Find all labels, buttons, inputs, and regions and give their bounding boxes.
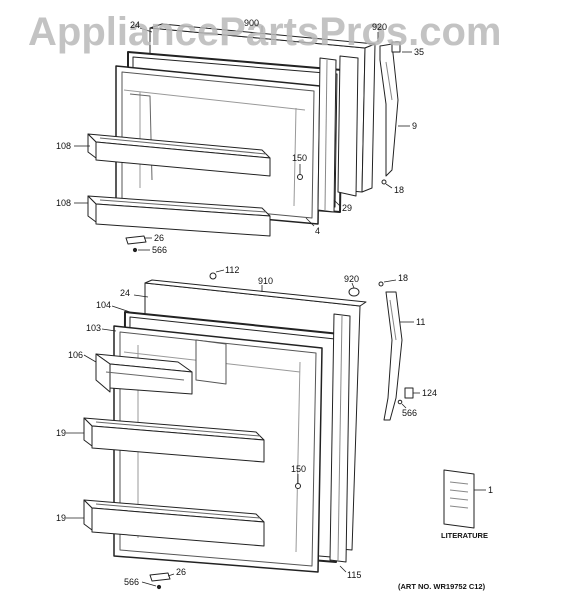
- freezer-door-shelf-lower: [87, 195, 271, 237]
- art-number: (ART NO. WR19752 C12): [398, 582, 486, 591]
- callout-910: 910: [258, 276, 274, 286]
- callout-18-upper: 18: [394, 185, 405, 195]
- fresh-food-door-shelf-upper: [83, 417, 265, 463]
- freezer-door-gasket-strip: [317, 57, 337, 213]
- watermark: AppliancePartsPros.com: [28, 10, 502, 54]
- freezer-handle-clip: [391, 41, 401, 53]
- freezer-handle-screw: [381, 179, 387, 185]
- callout-24-lower: 24: [120, 288, 131, 298]
- callout-103: 103: [86, 323, 102, 333]
- callout-1: 1: [488, 485, 494, 495]
- callout-150-upper: 150: [292, 153, 308, 163]
- callout-29: 29: [342, 203, 353, 213]
- callout-108-upper: 108: [56, 141, 72, 151]
- callout-150-lower: 150: [291, 464, 307, 474]
- fresh-food-handle-screw: [378, 281, 384, 287]
- freezer-hinge-plate: [125, 235, 147, 253]
- callout-19-lower: 19: [56, 513, 67, 523]
- callout-115: 115: [347, 570, 362, 580]
- callout-19-upper: 19: [56, 428, 67, 438]
- callout-18-lower: 18: [398, 273, 409, 283]
- handle-screw-566: [397, 399, 403, 405]
- callout-920: 920: [372, 22, 388, 32]
- callout-920-lower: 920: [344, 274, 360, 284]
- door-plug: [348, 287, 360, 297]
- callout-11: 11: [416, 317, 426, 327]
- fresh-food-door-handle: [383, 291, 403, 421]
- callout-112: 112: [225, 265, 240, 275]
- freezer-door-shelf-upper: [87, 133, 271, 177]
- fresh-food-hinge-plate: [149, 572, 171, 590]
- fresh-food-handle-clip: [404, 387, 414, 399]
- callout-900: 900: [244, 18, 260, 28]
- callout-124: 124: [422, 388, 438, 398]
- dairy-compartment: [95, 339, 227, 395]
- freezer-door-stop: [297, 174, 303, 180]
- callout-106: 106: [68, 350, 84, 360]
- fresh-food-door-shelf-lower: [83, 499, 265, 547]
- top-cap-screw: [209, 272, 217, 280]
- callout-566-mid: 566: [402, 408, 418, 418]
- freezer-door-handle: [379, 43, 399, 177]
- fresh-food-door-stop: [295, 483, 301, 489]
- callout-108-lower: 108: [56, 198, 72, 208]
- callout-104: 104: [96, 300, 112, 310]
- fresh-food-door-gasket-strip: [329, 313, 351, 563]
- literature-booklet: [443, 469, 475, 529]
- callout-566-lower: 566: [124, 577, 140, 587]
- callout-24: 24: [130, 20, 141, 30]
- literature-label: LITERATURE: [441, 531, 488, 540]
- freezer-door-rear-frame: [337, 55, 359, 197]
- callout-566-upper: 566: [152, 245, 168, 255]
- leader-lines: [66, 26, 486, 587]
- callout-4: 4: [315, 226, 321, 236]
- callout-26-lower: 26: [176, 567, 187, 577]
- callout-26-upper: 26: [154, 233, 165, 243]
- callout-35: 35: [414, 47, 425, 57]
- callout-9: 9: [412, 121, 418, 131]
